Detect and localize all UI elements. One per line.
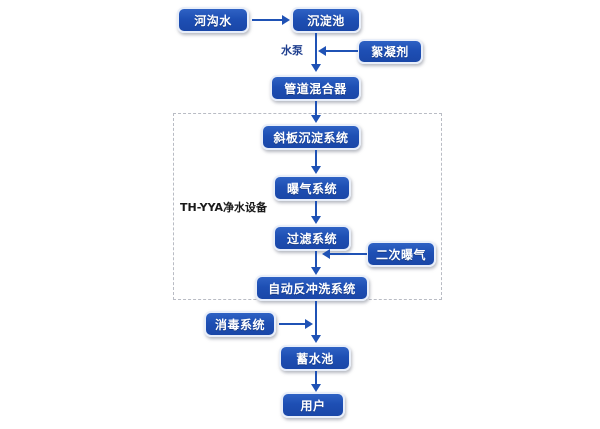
arrow-down-icon [311, 115, 321, 123]
connector-aeration-to-filtration [315, 201, 317, 221]
node-flocculant-label: 絮凝剂 [371, 45, 409, 59]
node-river-water[interactable]: 河沟水 [177, 7, 249, 33]
connector-mixer-to-inclined-plate [315, 101, 317, 119]
connector-secondary-aeration-to-main [330, 253, 367, 255]
connector-reservoir-to-user [315, 371, 317, 387]
node-sedimentation-tank[interactable]: 沉淀池 [291, 7, 361, 33]
arrow-right-icon [282, 15, 290, 25]
node-user[interactable]: 用户 [281, 392, 345, 418]
node-secondary-aeration-label: 二次曝气 [375, 247, 426, 262]
connector-sedimentation-to-mixer [315, 33, 317, 67]
connector-flocculant-to-pump [326, 50, 358, 52]
connector-filtration-to-backwash [315, 251, 317, 273]
connector-backwash-to-reservoir [315, 301, 317, 339]
arrow-down-icon [311, 166, 321, 174]
node-inclined-plate[interactable]: 斜板沉淀系统 [261, 124, 361, 150]
label-water-pump: 水泵 [281, 44, 303, 57]
connector-inclined-plate-to-aeration [315, 150, 317, 170]
node-user-label: 用户 [300, 398, 326, 413]
node-secondary-aeration[interactable]: 二次曝气 [366, 241, 436, 267]
arrow-right-icon [305, 319, 313, 329]
node-disinfection-label: 消毒系统 [214, 317, 265, 332]
arrow-down-icon [311, 335, 321, 343]
node-inclined-plate-label: 斜板沉淀系统 [273, 130, 349, 145]
arrow-left-icon [322, 249, 330, 259]
node-reservoir-label: 蓄水池 [296, 351, 334, 366]
node-reservoir[interactable]: 蓄水池 [279, 345, 351, 371]
node-flocculant[interactable]: 絮凝剂 [357, 39, 423, 64]
node-river-water-label: 河沟水 [194, 13, 232, 28]
arrow-down-icon [311, 64, 321, 72]
node-auto-backwash[interactable]: 自动反冲洗系统 [255, 275, 369, 301]
arrow-left-icon [318, 46, 326, 56]
connector-river-to-sedimentation [252, 19, 283, 21]
node-sedimentation-tank-label: 沉淀池 [307, 13, 345, 28]
node-filtration-system[interactable]: 过滤系统 [273, 225, 351, 251]
node-aeration-system-label: 曝气系统 [286, 181, 337, 196]
node-pipeline-mixer[interactable]: 管道混合器 [270, 75, 361, 101]
arrow-down-icon [311, 267, 321, 275]
arrow-down-icon [311, 216, 321, 224]
node-filtration-system-label: 过滤系统 [286, 231, 337, 246]
equipment-group-label: TH-YYA净水设备 [180, 201, 268, 214]
node-auto-backwash-label: 自动反冲洗系统 [268, 281, 356, 296]
node-disinfection[interactable]: 消毒系统 [204, 311, 276, 337]
arrow-down-icon [311, 384, 321, 392]
node-aeration-system[interactable]: 曝气系统 [273, 175, 351, 201]
node-pipeline-mixer-label: 管道混合器 [284, 81, 347, 96]
connector-disinfection-to-main [279, 323, 306, 325]
